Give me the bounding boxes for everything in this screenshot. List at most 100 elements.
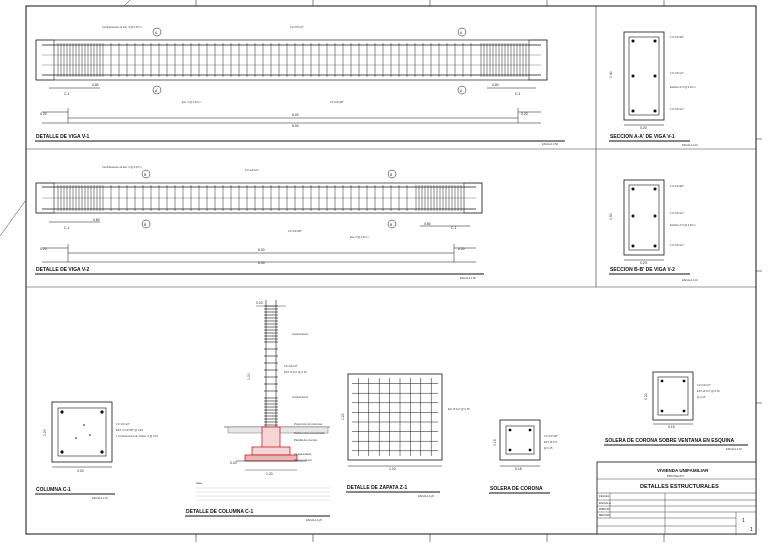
view-title: COLUMNA C-1 <box>36 487 71 493</box>
rebar-note: 4 # 4 Ø 1/2" <box>245 168 259 172</box>
dim-text: 0.20 <box>230 461 237 465</box>
rebar-note: 4 # 4 Ø 1/2" <box>290 25 304 29</box>
rebar-note: @ 0.15 <box>544 446 553 450</box>
dim-text: 0.20 <box>640 261 647 265</box>
beam-v2-detail: 0.80 0.80 6.00 6.00 0.20 0.20 C-1 C-1 Co… <box>35 165 484 280</box>
dim-text: 0.80 <box>424 222 431 226</box>
dim-text: 6.00 <box>292 113 299 117</box>
beam-v2-stirrups <box>57 185 462 211</box>
dim-text: 0.80 <box>492 83 499 87</box>
project-name: VIVIENDA UNIFAMILIAR <box>657 468 709 473</box>
section-mark: A <box>155 89 158 93</box>
view-scale: ESCALA 1:10 <box>92 496 108 500</box>
footing-z1-plan: 1.20 1.20 Est. Ø 1/2" @ 0.15 DETALLE DE … <box>341 373 470 498</box>
view-title: DETALLE DE VIGA V-1 <box>36 134 90 140</box>
rebar-note: 4 # 4 Ø 1/2" <box>116 422 130 426</box>
rebar-note: Estribos # 3 @ 0.15 m <box>670 223 696 227</box>
rebar-note: EST. Ø 1/4" @ 0.15 <box>697 389 720 393</box>
dim-text: 0.15 <box>668 425 675 429</box>
dim-text: 0.20 <box>640 126 647 130</box>
column-c1-section: 0.20 0.20 4 # 4 Ø 1/2" EST. # 3 Ø 3/8" @… <box>35 401 159 500</box>
rebar-note: 4 # 4 Ø 1/2" <box>284 364 298 368</box>
rebar-note: Estribos # 3 @ 0.15 m <box>670 85 696 89</box>
dim-text: 0.80 <box>92 83 99 87</box>
rebar-note: Est. Ø 1/2" @ 0.15 <box>448 407 470 411</box>
sheet-number: 1 <box>742 518 745 524</box>
section-mark: B <box>144 173 147 177</box>
section-bb-detail: 0.50 0.20 2 # 3 Ø 3/8" 2 # 4 Ø 1/2" Estr… <box>609 179 698 282</box>
dim-text: 0.20 <box>77 469 84 473</box>
title-block: VIVIENDA UNIFAMILIAR PROYECTO DETALLES E… <box>596 461 757 535</box>
rebar-note: confinamiento <box>292 332 309 336</box>
rebar-note: EST. Ø 1/4" <box>544 440 558 444</box>
separator-line <box>123 0 131 7</box>
view-title: DETALLE DE ZAPATA Z-1 <box>347 485 407 491</box>
rebar-note: 4 # 3 Ø 3/8" <box>544 434 558 438</box>
column-detail-elevation: 0.20 1.00 1.20 0.20 confinamiento 4 # 4 … <box>185 300 330 522</box>
section-mark: A <box>155 31 158 35</box>
view-scale: ESCALA 1:10 <box>682 278 698 282</box>
rebar-note: @ 0.15 <box>697 395 706 399</box>
dim-text: 0.20 <box>458 247 465 251</box>
footing-rebar-grid <box>352 378 438 456</box>
dim-text: 0.20 <box>644 393 648 400</box>
dim-text: 0.20 <box>43 429 47 436</box>
rebar-note: EST. Ø 1/4" @ 0.15 <box>284 370 307 374</box>
dim-text: 6.00 <box>292 124 299 128</box>
legend-item: Relleno tierra compactada <box>294 431 325 435</box>
view-title: SECCION B-B' DE VIGA V-2 <box>610 267 675 273</box>
legend-item: Terreno natural <box>294 458 312 462</box>
title-row-label: ESCALA <box>599 501 611 505</box>
rebar-note: Confinamiento de Est. 3 @ 0.07 m <box>102 25 142 29</box>
dim-text: 0.40 <box>609 71 613 78</box>
column-tag: C-1 <box>64 226 70 230</box>
view-scale: ESCALA 1:25 <box>306 518 322 522</box>
sheet-total: 1 <box>750 527 753 533</box>
column-tag: C-1 <box>515 92 521 96</box>
view-scale: ESCALA 1:50 <box>460 276 476 280</box>
sheet-border <box>25 5 757 535</box>
beam-v1-detail: 0.80 0.80 6.00 6.00 0.20 0.20 C-1 C-1 Co… <box>35 25 565 146</box>
view-scale: ESCALA 1:10 <box>682 143 698 147</box>
view-scale: ESCALA 1:10 <box>726 447 742 451</box>
section-mark: B <box>144 223 147 227</box>
remark-title: Nota: <box>196 481 202 485</box>
rebar-note: 2 # 3 Ø 3/8" <box>288 229 302 233</box>
section-mark: A <box>460 89 463 93</box>
column-tag: C-1 <box>451 226 457 230</box>
dim-text: 6.00 <box>258 261 265 265</box>
title-row-label: FECHA <box>599 494 609 498</box>
legend-item: Plantilla de concreto <box>294 438 318 442</box>
dim-text: 1.20 <box>341 413 345 420</box>
rebar-note: 1 confinamiento de 10 Est. 3 @ 0.07 <box>116 434 159 438</box>
rebar-note: Est. 3 @ 0.15 m <box>182 100 201 104</box>
dim-text: 1.20 <box>266 472 273 476</box>
sheet-title: DETALLES ESTRUCTURALES <box>640 484 719 490</box>
dim-text: 1.00 <box>247 373 251 380</box>
rebar-note: 2 # 3 Ø 3/8" <box>330 100 344 104</box>
legend-item: Zapata aislada <box>294 452 312 456</box>
dim-text: 0.20 <box>256 301 263 305</box>
dim-text: 0.50 <box>609 213 613 220</box>
view-title: DETALLE DE VIGA V-2 <box>36 267 90 273</box>
rebar-note: Est. 3 @ 0.15 m <box>350 235 369 239</box>
rebar-note: 2 # 3 Ø 3/8" <box>670 184 684 188</box>
legend-item: Proyección de columnas <box>294 422 323 426</box>
section-mark: A <box>460 31 463 35</box>
dim-text: 0.15 <box>493 439 497 446</box>
view-title: SOLERA DE CORONA SOBRE VENTANA EN ESQUIN… <box>605 438 734 444</box>
section-aa-detail: 0.40 0.20 2 # 3 Ø 3/8" 2 # 4 Ø 1/2" Estr… <box>609 31 698 147</box>
crown-window-section: 0.20 0.15 4 # 4 Ø 1/2" EST. Ø 1/4" @ 0.1… <box>604 371 748 451</box>
dim-text: 0.15 <box>515 467 522 471</box>
section-mark: B <box>390 223 393 227</box>
rebar-note: 2 # 4 Ø 1/2" <box>670 107 684 111</box>
project-sub: PROYECTO <box>667 474 684 478</box>
rebar-note: confinamiento <box>292 395 309 399</box>
rebar-note: Confinamiento de Est. 3 @ 0.07 m <box>102 165 142 169</box>
rebar-note: 4 # 4 Ø 1/2" <box>697 383 711 387</box>
column-ties <box>264 305 278 429</box>
view-title: SECCION A-A' DE VIGA V-1 <box>610 134 675 140</box>
border-ticks <box>195 0 762 542</box>
view-scale: ESCALA 1:20 <box>418 494 434 498</box>
